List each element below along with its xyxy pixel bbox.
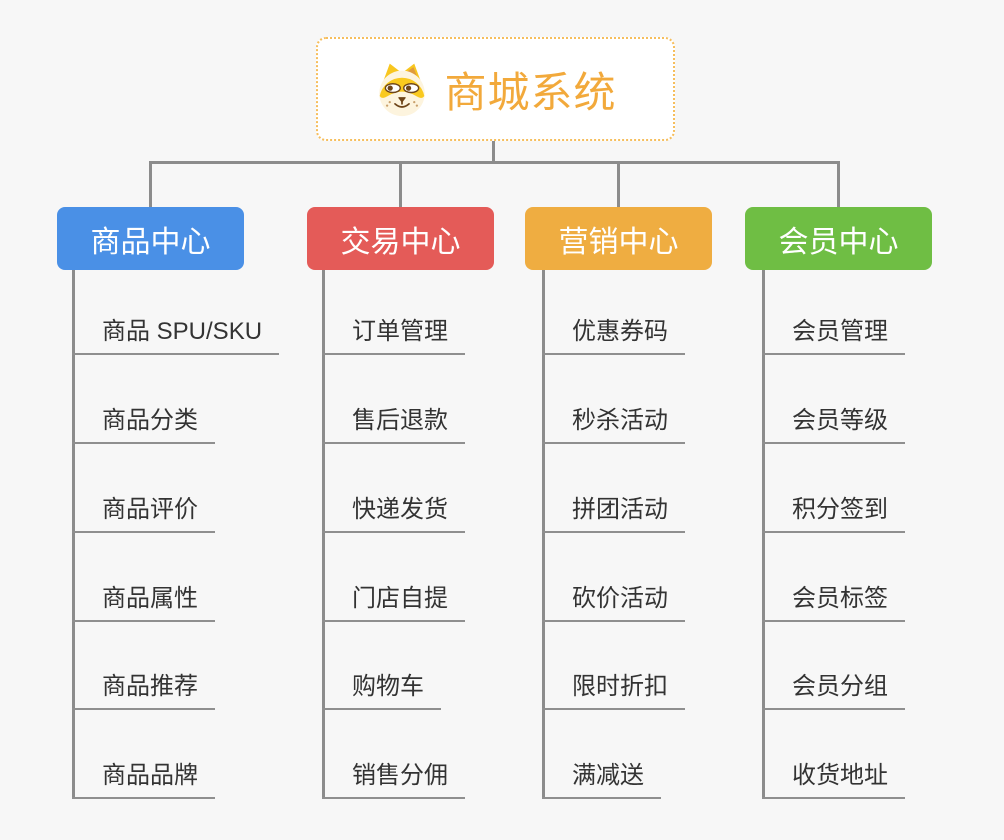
branch-member-center[interactable]: 会员中心: [745, 207, 932, 270]
connector-spine-trade: [322, 270, 325, 799]
root-node[interactable]: 商城系统: [316, 37, 675, 141]
child-node[interactable]: 商品属性: [72, 584, 215, 622]
branch-marketing-center[interactable]: 营销中心: [525, 207, 712, 270]
connector-root-stem: [492, 141, 495, 163]
connector-spine-product: [72, 270, 75, 799]
child-node[interactable]: 商品品牌: [72, 761, 215, 799]
child-node[interactable]: 优惠券码: [542, 317, 685, 355]
child-node[interactable]: 积分签到: [762, 495, 905, 533]
connector-drop-product: [149, 161, 152, 207]
branch-product-center[interactable]: 商品中心: [57, 207, 244, 270]
child-node[interactable]: 商品 SPU/SKU: [72, 317, 280, 355]
child-node[interactable]: 会员标签: [762, 584, 905, 622]
child-node[interactable]: 售后退款: [322, 406, 465, 444]
child-node[interactable]: 商品分类: [72, 406, 215, 444]
connector-spine-member: [762, 270, 765, 799]
dog-face-icon: [374, 61, 430, 117]
child-node[interactable]: 会员管理: [762, 317, 905, 355]
child-node[interactable]: 购物车: [322, 672, 441, 710]
connector-spine-marketing: [542, 270, 545, 799]
connector-drop-marketing: [617, 161, 620, 207]
root-title: 商城系统: [444, 68, 617, 116]
child-node[interactable]: 商品评价: [72, 495, 215, 533]
connector-drop-trade: [399, 161, 402, 207]
child-node[interactable]: 满减送: [542, 761, 661, 799]
child-node[interactable]: 门店自提: [322, 584, 465, 622]
child-node[interactable]: 商品推荐: [72, 672, 215, 710]
child-node[interactable]: 限时折扣: [542, 672, 685, 710]
branch-trade-center[interactable]: 交易中心: [307, 207, 494, 270]
child-node[interactable]: 砍价活动: [542, 584, 685, 622]
child-node[interactable]: 秒杀活动: [542, 406, 685, 444]
connector-drop-member: [837, 161, 840, 207]
connector-rail: [149, 161, 840, 164]
child-node[interactable]: 收货地址: [762, 761, 905, 799]
child-node[interactable]: 会员分组: [762, 672, 905, 710]
child-node[interactable]: 销售分佣: [322, 761, 465, 799]
child-node[interactable]: 快递发货: [322, 495, 465, 533]
child-node[interactable]: 会员等级: [762, 406, 905, 444]
child-node[interactable]: 拼团活动: [542, 495, 685, 533]
child-node[interactable]: 订单管理: [322, 317, 465, 355]
